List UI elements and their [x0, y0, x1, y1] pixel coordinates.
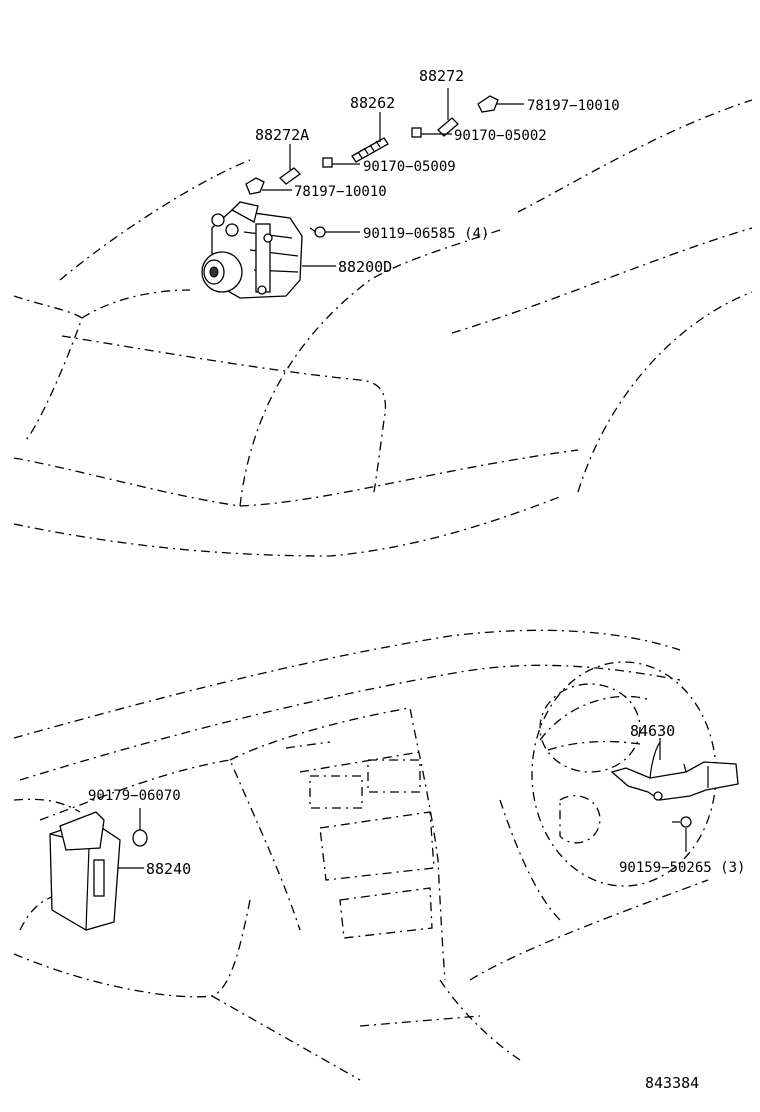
label-88262: 88262 — [350, 94, 395, 112]
actuator-88200D — [201, 201, 336, 299]
label-90159-50265: 90159−50265 (3) — [619, 860, 745, 876]
label-78197-10010-top: 78197−10010 — [527, 98, 620, 114]
label-90179-06070: 90179−06070 — [88, 788, 181, 804]
clip-90179 — [132, 808, 148, 847]
label-90119-06585: 90119−06585 (4) — [363, 226, 489, 242]
nut-90170-05002 — [411, 127, 452, 138]
label-88272A: 88272A — [255, 126, 309, 144]
switch-84630 — [610, 738, 739, 852]
screw-90119 — [309, 226, 360, 238]
label-78197-10010-mid: 78197−10010 — [294, 184, 387, 200]
label-88200D: 88200D — [338, 258, 392, 276]
nut-90170-05009 — [322, 157, 360, 168]
label-90170-05002: 90170−05002 — [454, 128, 547, 144]
computer-88240 — [49, 811, 144, 931]
label-88272: 88272 — [419, 67, 464, 85]
cap-88272A — [278, 144, 302, 185]
label-90170-05009: 90170−05009 — [363, 159, 456, 175]
clip-78197-mid — [245, 177, 292, 195]
diagram-code: 843384 — [645, 1074, 699, 1092]
rod-88262 — [351, 112, 389, 163]
vehicle-body-outline — [13, 99, 753, 557]
dashboard-outline — [13, 629, 709, 1081]
label-84630: 84630 — [630, 722, 675, 740]
label-88240: 88240 — [146, 860, 191, 878]
clip-78197-top — [477, 95, 524, 113]
